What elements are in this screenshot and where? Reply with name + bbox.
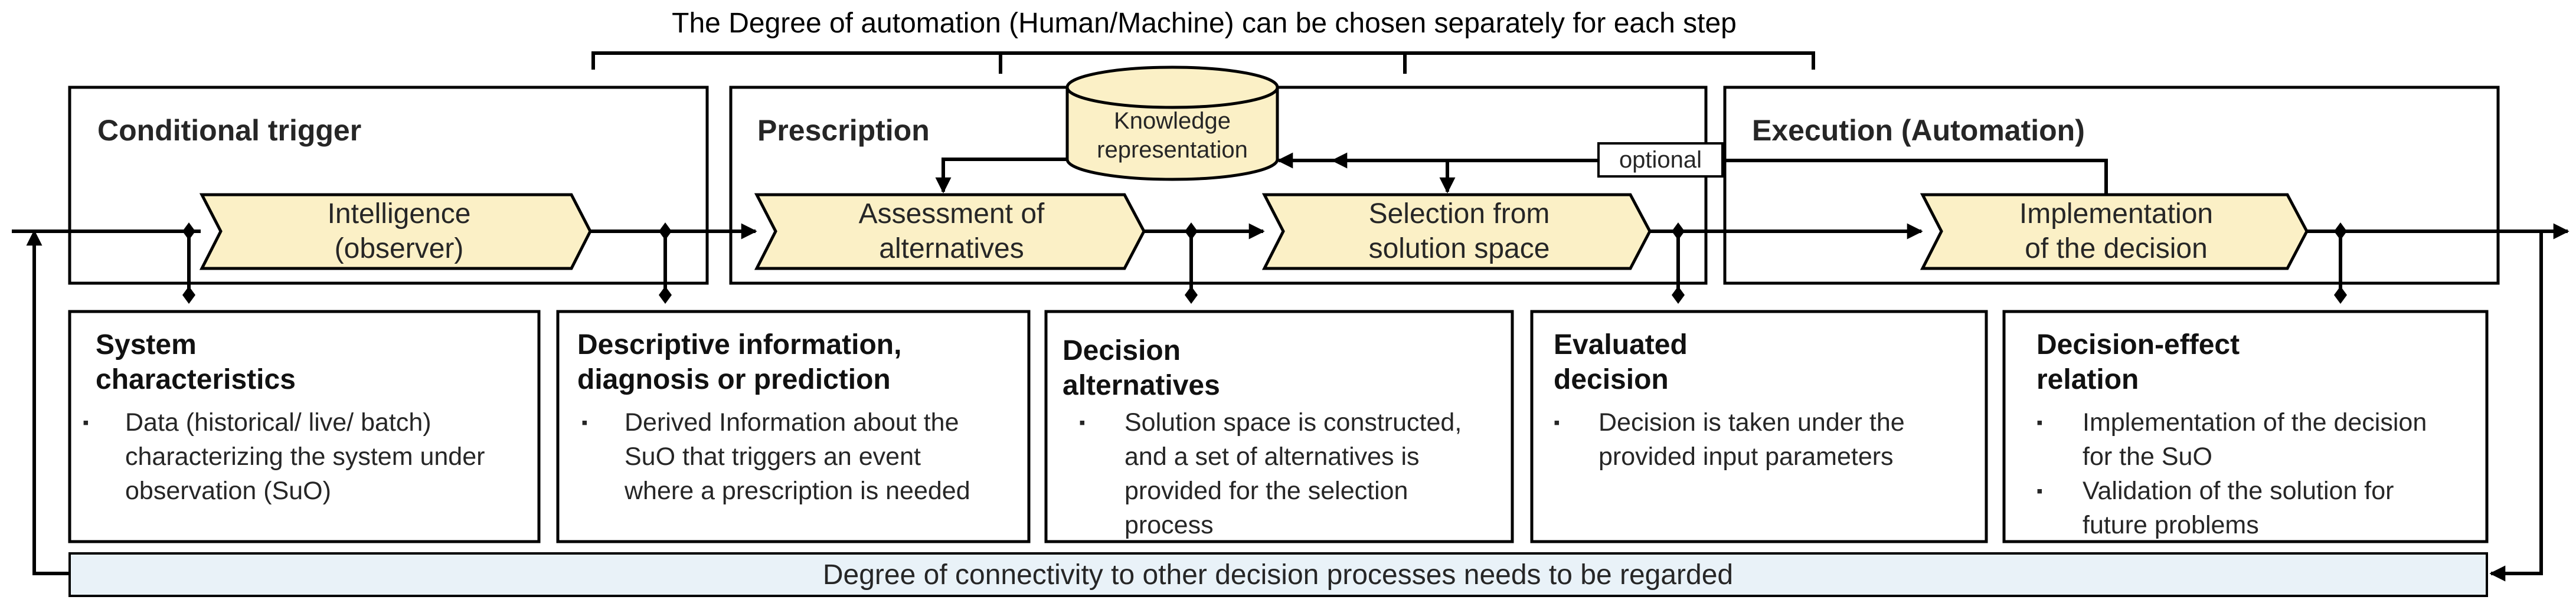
bullet-text: Validation of the solution for [2083,477,2394,505]
junction-diamond [659,286,672,304]
junction-diamond [659,222,672,240]
box-title-line: Decision [1063,335,1181,366]
step-assessment-line1: Assessment of [859,198,1045,230]
bullet-marker: ▪ [2036,413,2043,432]
bullet-text: for the SuO [2083,442,2212,471]
section-title-trigger: Conditional trigger [97,114,361,147]
info-box-decision-effect [2002,310,2489,543]
bullet-text: provided input parameters [1598,442,1894,471]
bullet-marker: ▪ [2036,481,2043,501]
automation-note: The Degree of automation (Human/Machine)… [672,8,1737,39]
bullet-text: provided for the selection [1124,477,1408,505]
info-connectors [182,222,2347,304]
bullet-text: Solution space is constructed, [1124,408,1462,437]
box-title-line: Decision-effect [2036,329,2240,360]
bullet-text: SuO that triggers an event [625,442,921,471]
bullet-marker: ▪ [1554,413,1560,432]
bullet-text: future problems [2083,511,2259,539]
loop-left-feedback-arrow [26,230,70,575]
junction-diamond [1185,222,1198,240]
knowledge-label-line1: Knowledge [1114,108,1231,134]
section-execution [1723,86,2500,285]
step-selection-line1: Selection from [1369,198,1550,230]
box-title-line: diagnosis or prediction [577,364,891,395]
step-intelligence-line1: Intelligence [328,198,471,230]
box-title-line: decision [1554,364,1669,395]
box-title-line: Descriptive information, [577,329,901,360]
bullet-text: Decision is taken under the [1598,408,1905,437]
bullet-marker: ▪ [1079,413,1086,432]
connectivity-footer-text: Degree of connectivity to other decision… [823,559,1733,591]
bullet-text: Data (historical/ live/ batch) [125,408,431,437]
bullet-text: where a prescription is needed [624,477,970,505]
junction-diamond [182,222,195,240]
section-conditional-trigger [68,86,709,285]
automation-bracket [591,51,1815,70]
info-box-evaluated-decision [1530,310,1988,543]
box-title-line: alternatives [1063,370,1220,401]
box-title-line: Evaluated [1554,329,1688,360]
step-selection [1261,193,1652,270]
step-intelligence-line2: (observer) [335,233,464,264]
box-title-line: relation [2036,364,2139,395]
section-title-execution: Execution (Automation) [1752,114,2085,147]
step-intelligence [199,193,592,270]
knowledge-representation-database-icon: Knowledge representation [1065,65,1279,181]
bullet-text: process [1124,511,1214,539]
junction-diamond [2334,222,2347,240]
info-box-descriptive-information [556,310,1031,543]
step-implementation-line1: Implementation [2019,198,2213,230]
junction-diamond [1672,222,1685,240]
bullet-text: and a set of alternatives is [1124,442,1420,471]
junction-diamond [1185,286,1198,304]
bullet-text: characterizing the system under [125,442,485,471]
bullet-text: Implementation of the decision [2083,408,2427,437]
loop-right-feedback-arrow [2489,231,2543,582]
box-title-line: System [96,329,197,360]
connectivity-footer-bar [68,552,2488,597]
bullet-text: Derived Information about the [625,408,959,437]
knowledge-to-assessment-arrow [935,158,1067,194]
info-box-decision-alternatives [1044,310,1514,543]
knowledge-label-line2: representation [1097,137,1248,163]
step-assessment-line2: alternatives [879,233,1024,264]
implementation-to-knowledge-arrow [1331,152,2108,195]
optional-label: optional [1619,147,1702,173]
step-implementation [1920,193,2309,270]
info-box-system-characteristics [68,310,541,543]
section-title-prescription: Prescription [757,114,930,147]
junction-diamond [2334,286,2347,304]
step-assessment [754,193,1146,270]
step-implementation-line2: of the decision [2025,233,2208,264]
junction-diamond [182,286,195,304]
step-selection-line2: solution space [1369,233,1550,264]
box-title-line: characteristics [96,364,296,395]
bullet-marker: ▪ [581,413,588,432]
junction-diamond [1672,286,1685,304]
optional-badge [1597,142,1724,178]
bullet-text: observation (SuO) [125,477,331,505]
bullet-marker: ▪ [83,413,89,432]
